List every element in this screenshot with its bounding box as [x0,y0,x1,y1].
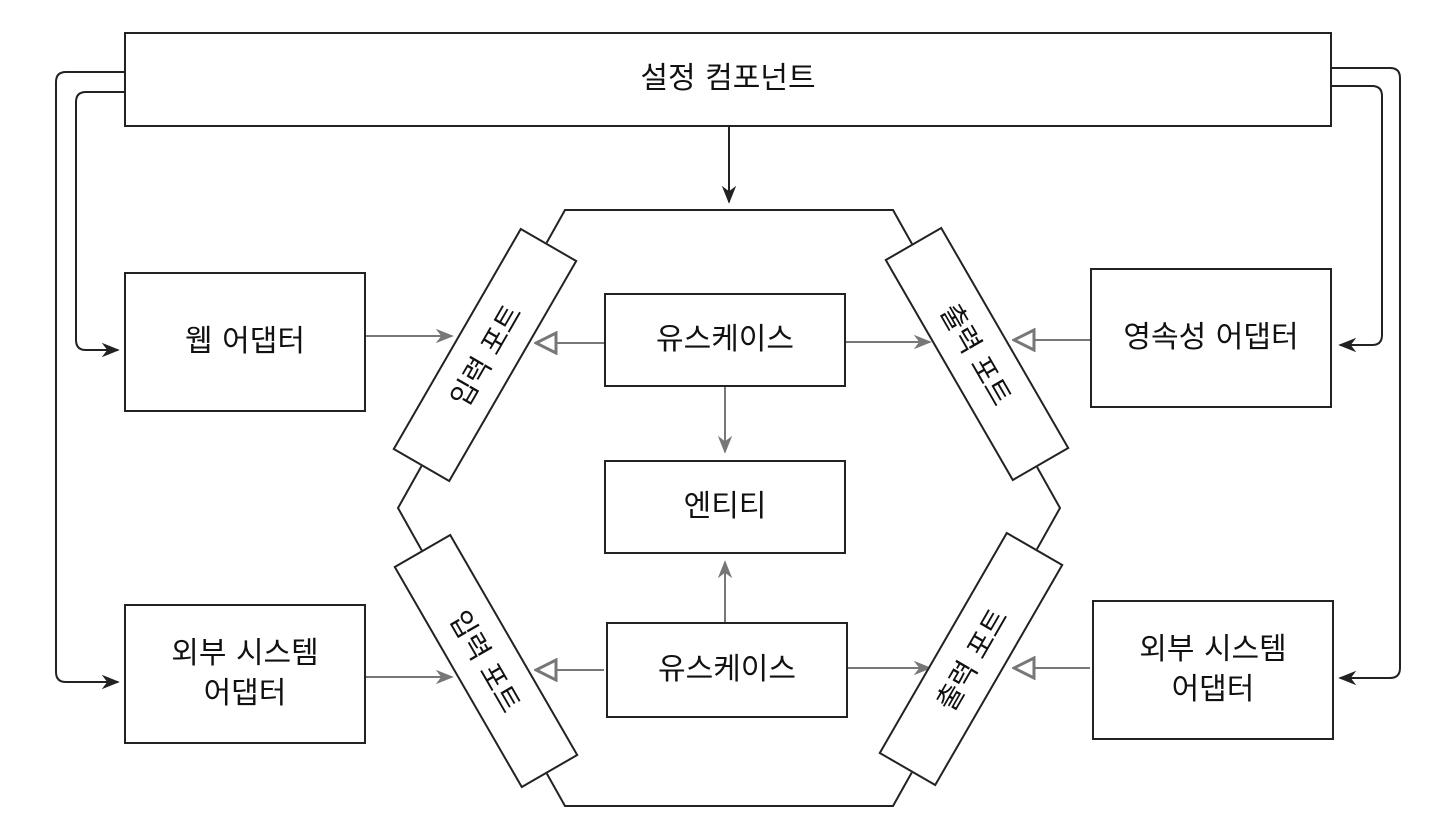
entity-box: 엔티티 [604,460,846,554]
external-system-adapter-right-label: 외부 시스템 어댑터 [1139,631,1287,708]
persistence-adapter-box: 영속성 어댑터 [1090,268,1332,408]
arrow-config-to-persistence-adapter [1332,85,1383,353]
usecase-top-box: 유스케이스 [604,293,846,387]
usecase-bottom-box: 유스케이스 [606,622,848,718]
arrow-config-to-external-left [55,71,124,690]
arrow-config-to-web-adapter [75,91,124,358]
arrow-config-to-external-right [1332,67,1401,686]
external-system-adapter-left-label: 외부 시스템 어댑터 [171,635,319,712]
external-system-adapter-right-box: 외부 시스템 어댑터 [1092,600,1334,740]
web-adapter-box: 웹 어댑터 [124,272,366,412]
entity-label: 엔티티 [683,488,767,524]
external-system-adapter-left-box: 외부 시스템 어댑터 [124,604,366,744]
application-hexagon [396,209,1062,807]
config-component-label: 설정 컴포넌트 [640,61,816,97]
persistence-adapter-label: 영속성 어댑터 [1123,319,1299,355]
config-component-box: 설정 컴포넌트 [124,32,1332,127]
usecase-bottom-label: 유스케이스 [658,651,796,687]
web-adapter-label: 웹 어댑터 [185,323,305,359]
usecase-top-label: 유스케이스 [656,321,794,357]
